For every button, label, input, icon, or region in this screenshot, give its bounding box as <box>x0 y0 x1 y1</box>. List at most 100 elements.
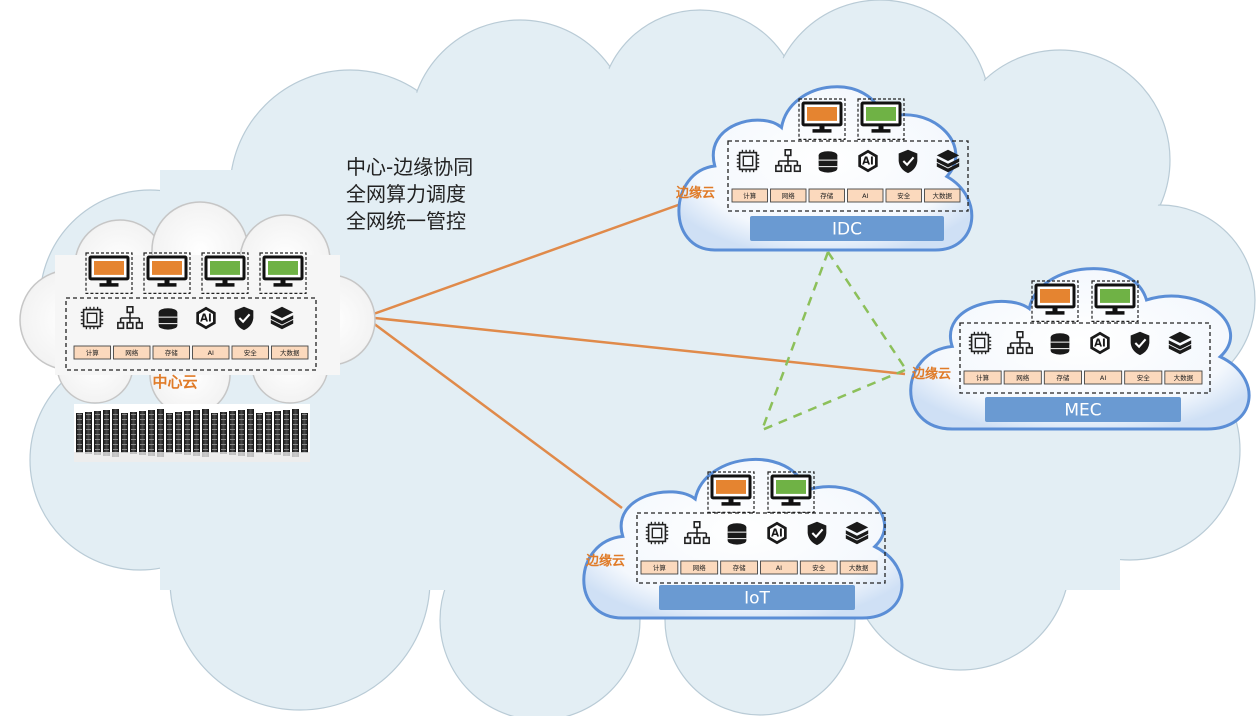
caption-line-3: 全网统一管控 <box>346 209 466 233</box>
edge-service-box <box>727 140 969 212</box>
center-icons: AI <box>80 305 294 331</box>
capability-chip: 计算 <box>963 370 1002 385</box>
capability-label: 计算 <box>86 348 100 357</box>
capability-label: 网络 <box>1016 373 1030 382</box>
server-racks-image <box>74 404 310 462</box>
capability-label: AI <box>862 192 868 200</box>
capability-label: 网络 <box>125 348 139 357</box>
capability-label: 存储 <box>165 348 179 357</box>
link-mec-iot <box>761 368 906 432</box>
database-icon <box>158 308 178 330</box>
link-center-mec <box>364 315 906 376</box>
server-rack <box>193 410 200 456</box>
capability-chip: 安全 <box>231 345 269 360</box>
network-icon <box>684 520 710 545</box>
center-cloud: AI 计算 网络 存储 AI 安全 大数据 中心云 <box>19 201 376 416</box>
server-rack <box>103 410 110 456</box>
monitor-icon <box>85 252 133 295</box>
capability-label: 计算 <box>976 373 990 382</box>
database-icon <box>727 523 747 545</box>
capability-label: 计算 <box>653 563 667 572</box>
server-rack <box>184 411 191 455</box>
chip-icon <box>968 331 992 355</box>
caption: 中心-边缘协同 全网算力调度 全网统一管控 <box>346 155 473 233</box>
capability-chip: AI <box>847 188 884 203</box>
edge-cloud-label: 边缘云 <box>675 185 715 201</box>
capability-label: 网络 <box>782 191 796 200</box>
capability-chip: 网络 <box>113 345 151 360</box>
database-icon <box>818 151 838 173</box>
server-rack <box>139 411 146 455</box>
solid-links <box>364 188 906 510</box>
shield-icon <box>234 306 254 331</box>
svg-text:AI: AI <box>200 313 212 325</box>
server-rack <box>265 412 272 454</box>
chip-icon <box>736 149 760 173</box>
svg-text:AI: AI <box>771 528 783 540</box>
capability-label: 大数据 <box>849 563 869 572</box>
server-rack <box>274 411 281 455</box>
capability-chip: 安全 <box>799 560 838 575</box>
edge-service-box <box>636 512 886 584</box>
edge-type-label: IDC <box>832 220 862 240</box>
server-rack <box>166 413 173 453</box>
chip-icon <box>645 521 669 545</box>
server-rack <box>121 413 128 453</box>
capability-chip: 存储 <box>152 345 190 360</box>
capability-label: 存储 <box>820 191 834 200</box>
network-icon <box>117 305 143 330</box>
shield-icon <box>1130 331 1150 356</box>
capability-label: 安全 <box>1137 373 1151 382</box>
edge-cloud-label: 边缘云 <box>911 366 951 382</box>
server-rack <box>85 412 92 454</box>
edge-cloud-shape <box>909 267 1251 431</box>
server-rack <box>157 409 164 457</box>
server-rack <box>283 410 290 456</box>
capability-label: 存储 <box>733 563 747 572</box>
server-rack <box>211 413 218 453</box>
capability-chip: 网络 <box>680 560 719 575</box>
server-rack <box>130 412 137 454</box>
capability-chip: AI <box>760 560 798 575</box>
svg-text:AI: AI <box>1094 338 1106 350</box>
server-rack <box>238 410 245 456</box>
shield-icon <box>807 521 827 546</box>
network-icon <box>775 149 801 173</box>
edge-type-label: MEC <box>1064 401 1101 421</box>
ai-icon: AI <box>767 521 787 545</box>
capability-chip: 计算 <box>73 345 111 360</box>
link-center-idc <box>364 188 721 319</box>
layers-icon <box>270 306 294 330</box>
capability-label: 大数据 <box>933 191 953 200</box>
capability-label: 计算 <box>743 191 757 200</box>
capability-chip: 网络 <box>1003 370 1042 385</box>
capability-chip: 存储 <box>720 560 758 575</box>
server-rack <box>76 413 83 453</box>
center-cloud-label: 中心云 <box>152 373 197 391</box>
database-icon <box>1050 333 1070 355</box>
edge-service-box <box>959 322 1211 394</box>
capability-label: 大数据 <box>280 348 300 357</box>
capability-chip: 安全 <box>885 188 922 203</box>
server-rack <box>148 410 155 456</box>
server-rack <box>256 413 263 453</box>
link-center-iot <box>364 315 623 510</box>
capability-label: 安全 <box>244 348 258 357</box>
server-rack <box>220 412 227 454</box>
monitor-icon <box>143 252 191 295</box>
server-rack <box>202 409 209 457</box>
capability-label: 大数据 <box>1174 373 1194 382</box>
capability-label: AI <box>208 349 214 357</box>
capability-chip: AI <box>192 345 230 360</box>
capability-label: AI <box>776 564 782 572</box>
layers-icon <box>936 149 960 173</box>
center-monitors <box>85 252 307 295</box>
center-capabilities: 计算 网络 存储 AI 安全 大数据 <box>73 345 309 360</box>
caption-line-2: 全网算力调度 <box>346 182 466 206</box>
capability-chip: 大数据 <box>271 345 309 360</box>
capability-chip: 安全 <box>1124 370 1163 385</box>
edge-type-box <box>985 397 1181 422</box>
